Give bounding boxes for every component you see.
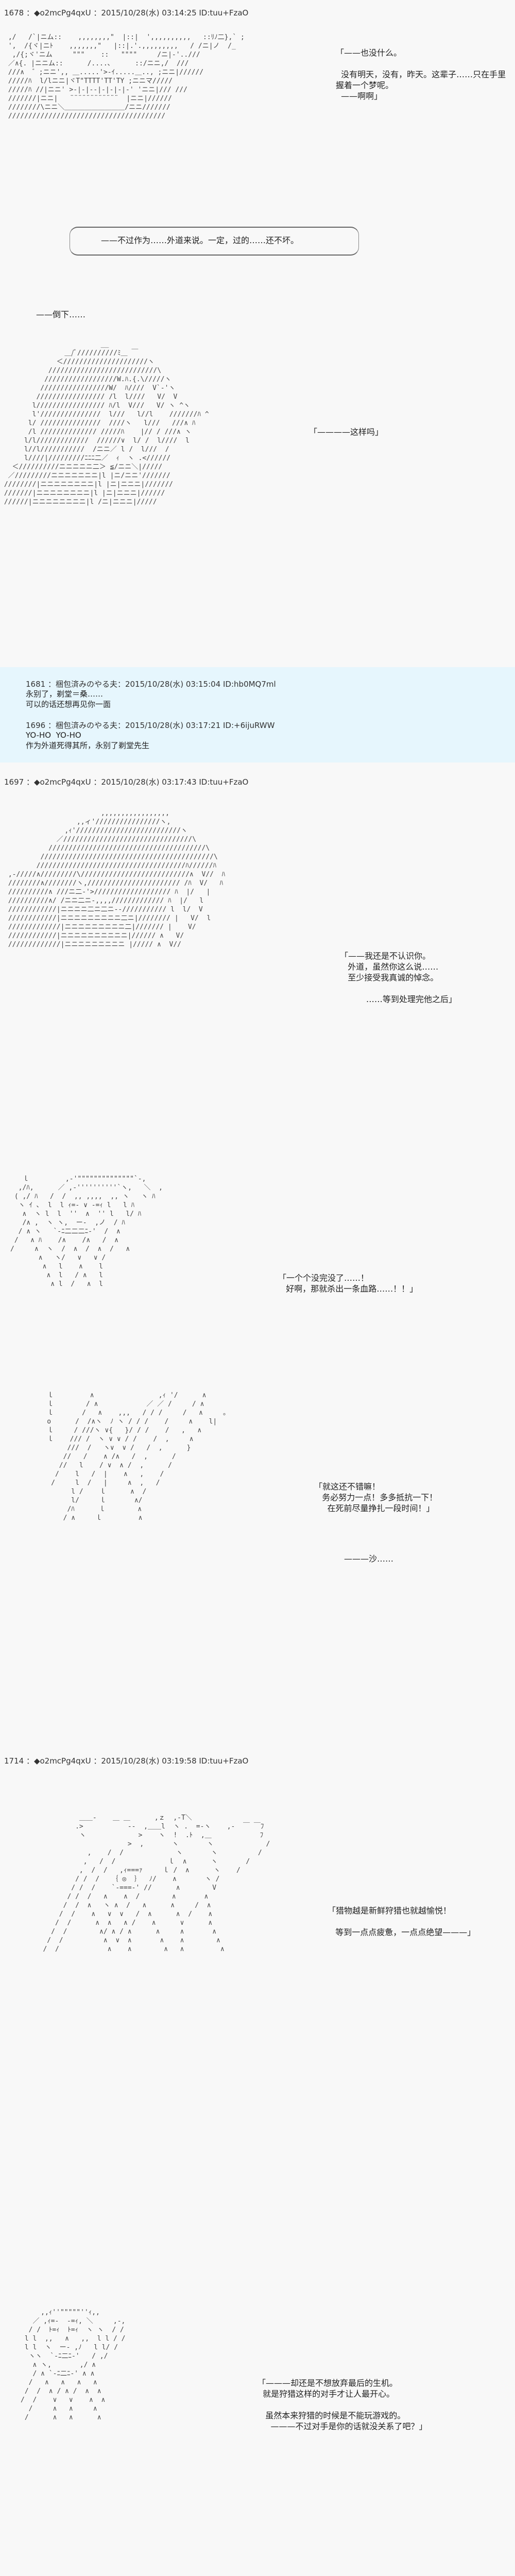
reply-header-1696: 1696 ：梱包済みのやる夫：2015/10/28(水) 03:17:21 ID…: [26, 721, 275, 730]
ascii-art: ,,,,,,,,,,,,,,,,, ,,ィ'////////////////ヽ,…: [8, 809, 226, 948]
reply-block: 1681 ：梱包済みのやる夫：2015/10/28(水) 03:15:04 ID…: [0, 667, 515, 762]
dialog-text: 「就这还不错嘛！ 务必努力一点！多多抵抗一下！ 在死前尽量挣扎一段时间！」: [314, 1482, 438, 1513]
ascii-art: ｌ ∧ ,ｨ '/ ∧ ｌ / ∧ ／ ／ / / ∧ ｌ / ∧ ,,, / …: [47, 1392, 230, 1522]
ascii-art: ,/ /`|ニム:: ,,,,,,,," |::| ',,,,,,,,,, ::…: [8, 33, 245, 120]
speech-box: ——不过作为……外道来说。一定，过的……还不坏。: [70, 227, 359, 256]
post-header-1678: 1678 ：◆o2mcPg4qxU ：2015/10/28(水) 03:14:2…: [4, 8, 249, 18]
narration-text: ———沙……: [344, 1554, 394, 1564]
ascii-art: ＿＿- ＿ ＿ ,ｚ ,-T＼ .> -- ,＿＿l ヽ . =-ヽ ,- ￣ …: [43, 1814, 270, 1953]
reply-text: 永别了，剃堂＝桑…… 可以的话还想再见你一面: [26, 689, 111, 709]
dialog-text: 「一个个没完没了……！ 好啊，那就杀出一条血路……！！」: [278, 1273, 418, 1294]
box-dialog-text: ——不过作为……外道来说。一定，过的……还不坏。: [101, 235, 299, 245]
ascii-art: __ ＿/ﾞ//////////ﾐ＿ ￣ ＜//////////////////…: [4, 341, 209, 506]
dialog-text: 「————这样吗」: [309, 427, 384, 437]
dialog-text: 「猎物越是新鲜狩猎也就越愉悦！ 等到一点点疲惫，一点点绝望———」: [328, 1906, 476, 1937]
dialog-text: 「——也没什么。 没有明天，没有，昨天。这辈子……只在手里握着一个梦呢。 ——啊…: [336, 48, 506, 101]
ascii-art: ｌ ,-'""""""""""""""`-, ,/ﾊ, ／ ,-''''''''…: [10, 1175, 163, 1288]
reply-header-1681: 1681 ：梱包済みのやる夫：2015/10/28(水) 03:15:04 ID…: [26, 680, 276, 689]
post-header-1697: 1697 ：◆o2mcPg4qxU ：2015/10/28(水) 03:17:4…: [4, 777, 249, 787]
narration-text: ——倒下……: [36, 310, 86, 319]
ascii-art: ,,ｨ''"""""''ｨ,, ／ ,ｨ=- -=ｨ, ＼ ,-, / / ﾄ=…: [21, 2309, 126, 2421]
reply-text: YO-HO YO-HO 作为外道死得其所，永别了剃堂先生: [26, 731, 150, 750]
dialog-text: 「——我还是不认识你。 外道，虽然你这么说…… 至少接受我真诚的悼念。 ……等到…: [340, 951, 457, 1004]
dialog-text: 「———却还是不想放弃最后的生机。 就是狩猎这样的对手才让人最开心。 虽然本来狩…: [258, 2378, 427, 2431]
post-header-1714: 1714 ：◆o2mcPg4qxU ：2015/10/28(水) 03:19:5…: [4, 1756, 249, 1766]
